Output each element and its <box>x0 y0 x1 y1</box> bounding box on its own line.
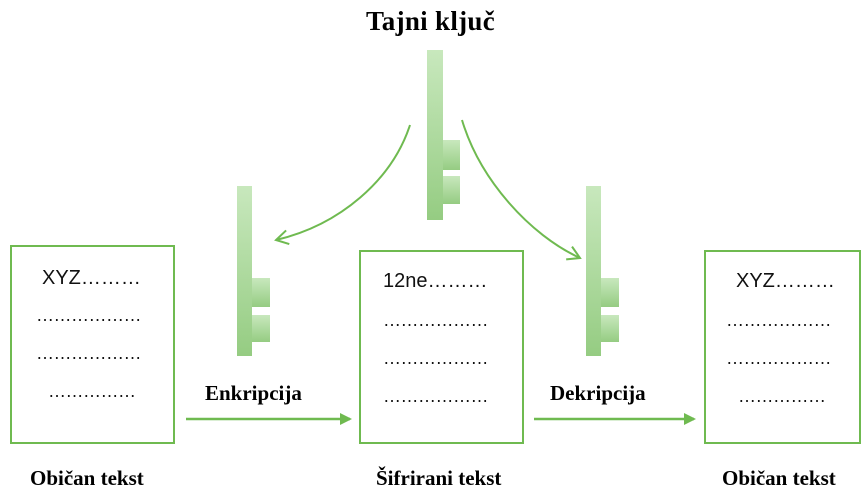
arrow-icon <box>461 119 582 261</box>
plaintext-document-left: XYZ……… ……………… ……………… …………… <box>10 245 175 444</box>
key-icon <box>237 186 270 356</box>
encryption-label: Enkripcija <box>205 381 302 405</box>
document-dots-line: ……………… <box>383 348 489 368</box>
document-dots-line: ……………… <box>36 343 142 363</box>
plaintext-document-right: XYZ……… ……………… ……………… …………… <box>704 250 861 444</box>
document-dots-line: ……………… <box>36 305 142 325</box>
document-dots-line: ……………… <box>726 348 832 368</box>
document-dots-line: …………… <box>738 386 826 406</box>
document-first-line: XYZ……… <box>736 270 835 292</box>
document-first-line: 12ne……… <box>383 270 488 292</box>
document-first-line: XYZ……… <box>42 267 141 289</box>
document-dots-line: ……………… <box>383 386 489 406</box>
ciphertext-caption: Šifrirani tekst <box>376 466 502 490</box>
document-dots-line: ……………… <box>726 310 832 330</box>
document-dots-line: ……………… <box>383 310 489 330</box>
secret-key-title: Tajni ključ <box>365 6 496 36</box>
key-icon <box>427 50 460 220</box>
ciphertext-document: 12ne……… ……………… ……………… ……………… <box>359 250 524 444</box>
document-dots-line: …………… <box>48 381 136 401</box>
plaintext-caption-left: Običan tekst <box>30 466 144 490</box>
key-icon <box>586 186 619 356</box>
plaintext-caption-right: Običan tekst <box>722 466 836 490</box>
arrow-icon <box>274 124 411 246</box>
decryption-label: Dekripcija <box>550 381 646 405</box>
